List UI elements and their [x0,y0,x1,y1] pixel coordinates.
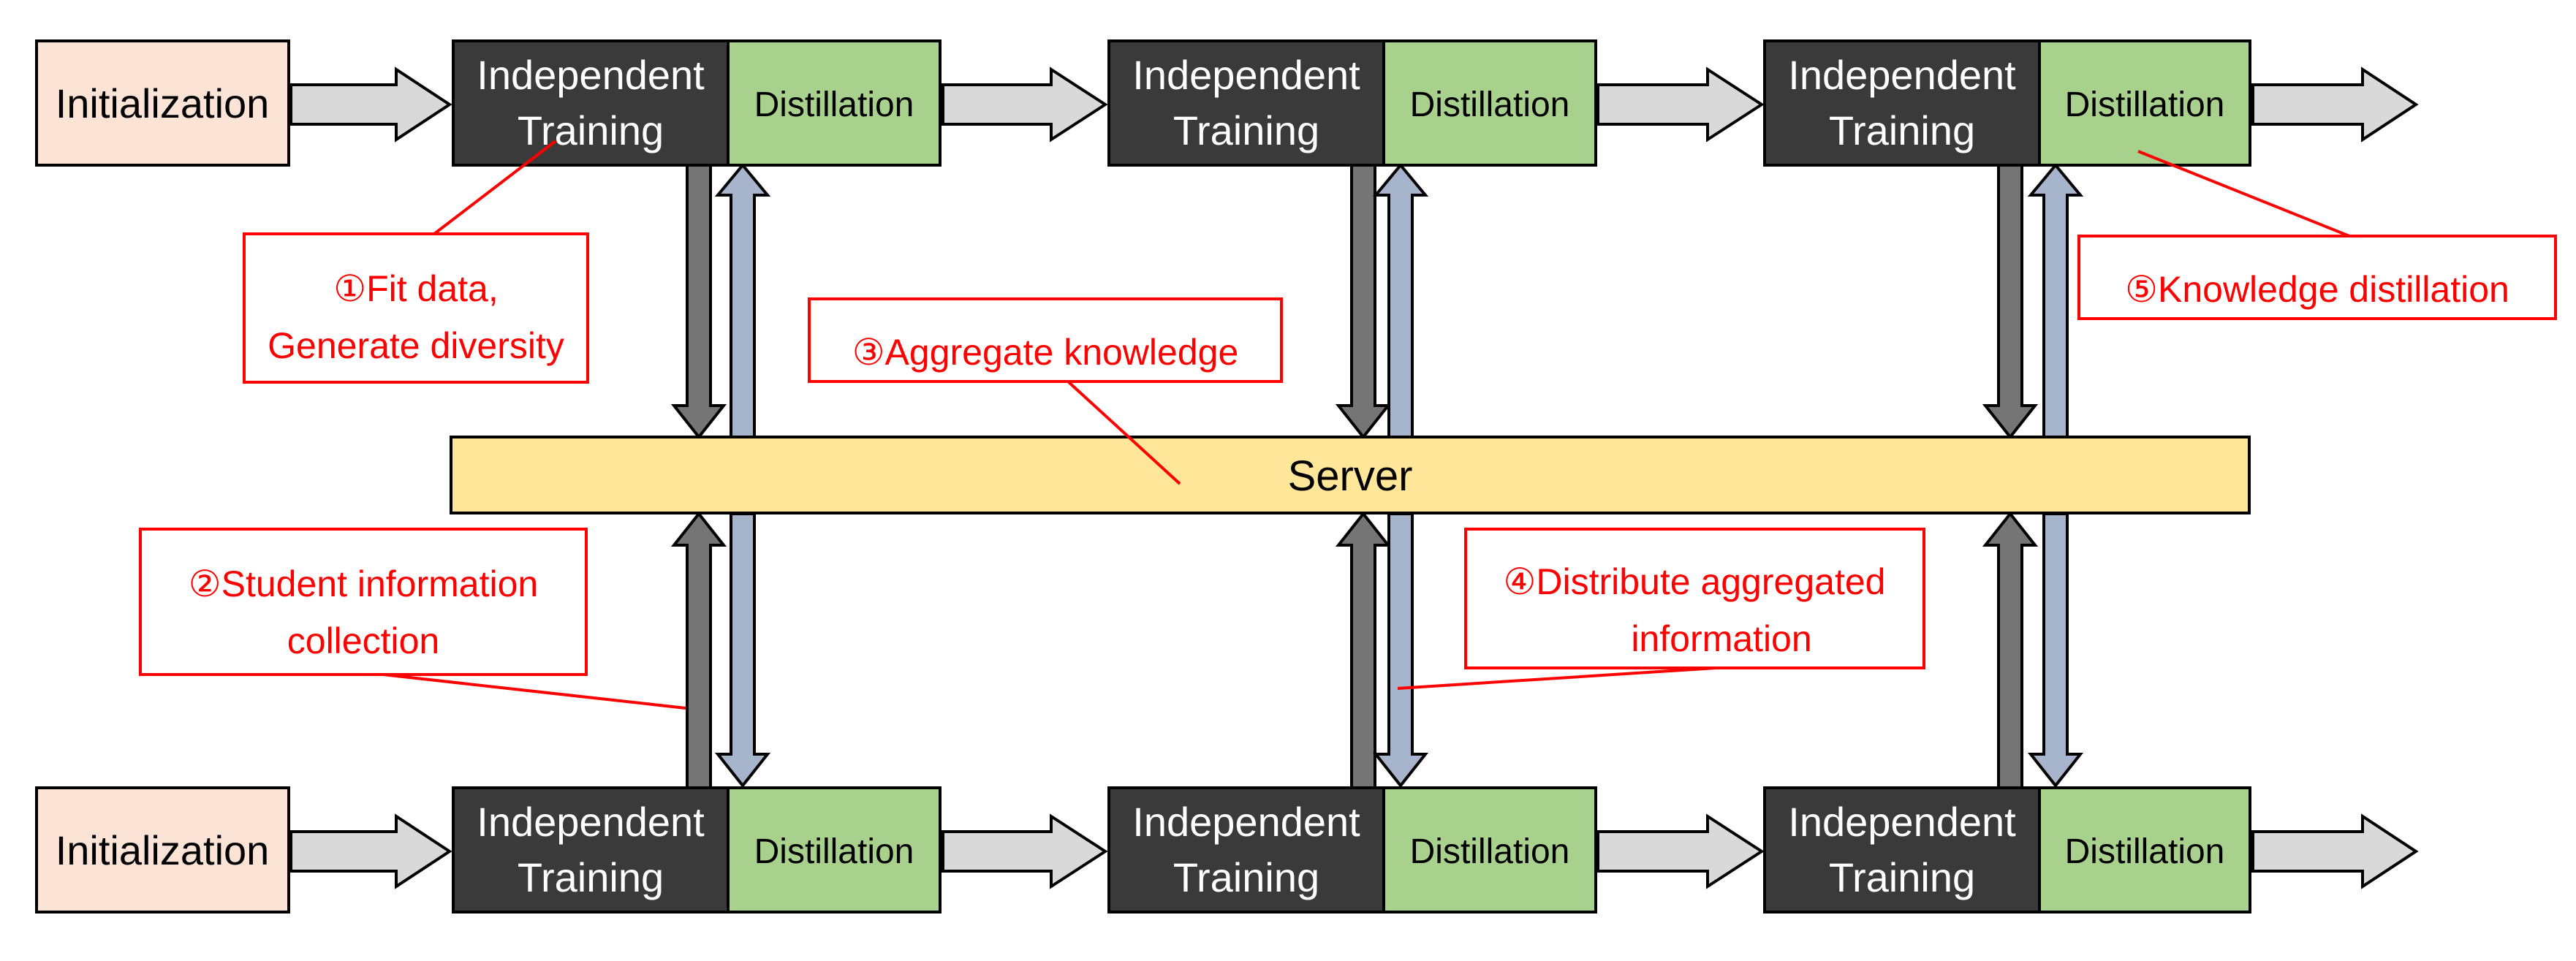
training-label-top-2-line1: Independent [1132,52,1360,98]
training-box-top-2 [1107,39,1385,167]
annotation-4-line1: ④Distribute aggregated [1504,561,1886,602]
training-label-top-1-line1: Independent [477,52,705,98]
init-label-bottom: Initialization [56,827,270,873]
server-label: Server [1288,452,1413,500]
training-label-bottom-2-line2: Training [1173,854,1319,900]
download-arrow-upper-3 [2027,162,2084,438]
annotation-box-2 [139,528,588,676]
training-label-bottom-3-line1: Independent [1788,799,2016,845]
annotation-box-5 [2077,235,2557,320]
annotation-5-line1: ⑤Knowledge distillation [2125,269,2509,310]
init-box-bottom [35,786,290,913]
annotation-boxes [139,232,2557,676]
init-box-top [35,39,290,167]
distill-label-top-2: Distillation [1410,86,1570,124]
distill-label-top-3: Distillation [2065,86,2225,124]
training-label-bottom-3-line2: Training [1829,854,1975,900]
annotation-4-line2: information [1631,618,1811,659]
leader-line-4 [1397,666,1717,690]
training-label-top-3-line1: Independent [1788,52,2016,98]
server-bar [450,436,2251,514]
distill-label-bottom-3: Distillation [2065,832,2225,871]
annotation-1-line1: ①Fit data, [333,268,498,309]
annotation-box-1 [243,232,589,384]
flow-arrow-top-4 [2251,67,2419,143]
vertical-arrows-lower [670,511,2084,789]
training-label-bottom-2-line1: Independent [1132,799,1360,845]
distill-box-top-1 [727,39,942,167]
distill-box-bottom-3 [2038,786,2251,913]
upload-arrow-lower-3 [1982,511,2039,789]
distill-label-top-1: Distillation [754,86,914,124]
download-arrow-lower-2 [1372,512,1429,789]
flow-arrow-bottom-2 [942,813,1108,889]
training-label-bottom-1-line2: Training [518,854,664,900]
flow-arrow-top-2 [942,67,1108,143]
distill-box-bottom-2 [1382,786,1597,913]
client-row-top [35,39,2251,167]
flow-arrow-bottom-1 [289,813,452,889]
annotation-1-line2: Generate diversity [268,325,564,366]
distill-label-bottom-1: Distillation [754,832,914,871]
upload-arrow-upper-1 [670,164,727,440]
vertical-arrows-upper [670,162,2084,440]
upload-arrow-upper-2 [1335,164,1392,440]
flow-arrow-bottom-4 [2251,813,2419,889]
init-label-top: Initialization [56,80,270,126]
training-box-bottom-3 [1763,786,2041,913]
download-arrow-upper-1 [714,162,771,438]
leader-line-3 [1067,380,1181,485]
flow-arrow-bottom-3 [1596,813,1765,889]
training-label-top-1-line2: Training [518,107,664,153]
annotation-2-line2: collection [287,620,439,661]
distill-box-bottom-1 [727,786,942,913]
training-label-bottom-1-line1: Independent [477,799,705,845]
training-label-top-2-line2: Training [1173,107,1319,153]
download-arrow-lower-1 [714,512,771,789]
upload-arrow-lower-2 [1335,511,1392,789]
leader-line-1 [433,140,557,235]
client-row-bottom [35,786,2251,913]
training-box-top-1 [452,39,730,167]
training-label-top-3-line2: Training [1829,107,1975,153]
leader-line-5 [2137,150,2350,238]
annotation-box-4 [1464,528,1925,669]
distill-box-top-2 [1382,39,1597,167]
training-box-bottom-1 [452,786,730,913]
distill-label-bottom-2: Distillation [1410,832,1570,871]
training-box-top-3 [1763,39,2041,167]
annotation-3-line1: ③Aggregate knowledge [852,332,1239,373]
leader-line-2 [382,673,686,710]
flow-arrows-top [289,67,2419,143]
download-arrow-upper-2 [1372,162,1429,438]
upload-arrow-upper-3 [1982,164,2039,440]
download-arrow-lower-3 [2027,512,2084,789]
annotation-box-3 [808,297,1283,383]
flow-arrow-top-3 [1596,67,1765,143]
annotation-leaders [382,140,2350,710]
flow-arrows-bottom [289,813,2419,889]
flow-arrow-top-1 [289,67,452,143]
distill-box-top-3 [2038,39,2251,167]
annotation-2-line1: ②Student information [189,563,538,604]
upload-arrow-lower-1 [670,511,727,789]
